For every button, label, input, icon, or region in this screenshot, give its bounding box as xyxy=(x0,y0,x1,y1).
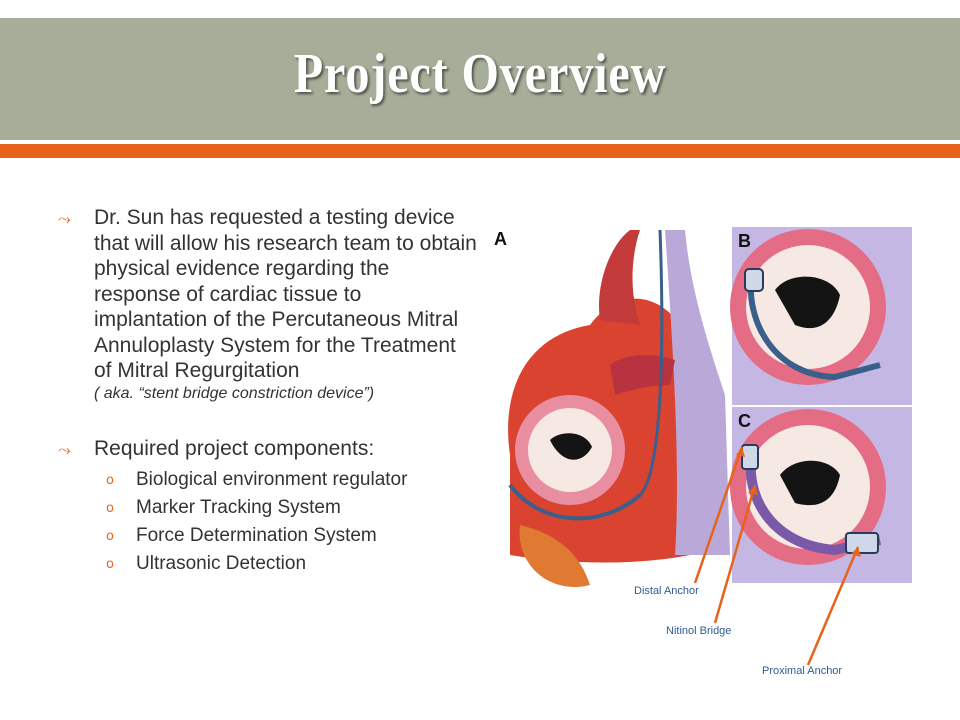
bullet-request-note: ( aka. “stent bridge constriction device… xyxy=(94,384,375,402)
proximal-anchor-leader xyxy=(806,546,860,666)
circle-bullet-icon: o xyxy=(106,472,114,488)
circle-bullet-icon: o xyxy=(106,500,114,516)
circle-bullet-icon: o xyxy=(106,528,114,544)
nitinol-bridge-leader xyxy=(713,484,757,624)
nitinol-bridge-label: Nitinol Bridge xyxy=(666,625,732,637)
heart-illustration-svg: A B C xyxy=(494,227,912,666)
panel-b-letter: B xyxy=(738,231,751,251)
panel-b-valve: B xyxy=(730,227,912,405)
orange-accent-bar xyxy=(0,144,960,158)
slide-title: Project Overview xyxy=(293,43,667,105)
proximal-anchor-label: Proximal Anchor xyxy=(762,665,843,677)
bullet-arrow-icon: ⤳ xyxy=(58,439,71,459)
bullet-request: ⤳ Dr. Sun has requested a testing device… xyxy=(58,205,478,404)
panel-c-valve: C xyxy=(730,407,912,583)
bullet-request-text: Dr. Sun has requested a testing device t… xyxy=(94,206,477,382)
slide-body: ⤳ Dr. Sun has requested a testing device… xyxy=(58,205,478,578)
title-divider-line xyxy=(0,140,960,144)
distal-anchor-label: Distal Anchor xyxy=(634,585,699,597)
panel-a-heart: A xyxy=(494,229,730,587)
bullet-arrow-icon: ⤳ xyxy=(58,209,71,228)
bullet-components-text: Required project components: xyxy=(94,436,375,460)
circle-bullet-icon: o xyxy=(106,556,114,572)
title-band xyxy=(0,18,960,140)
heart-device-illustration: A B C Distal Ancho xyxy=(490,225,920,685)
panel-a-letter: A xyxy=(494,229,507,249)
panel-c-letter: C xyxy=(738,411,751,431)
distal-anchor-leader xyxy=(693,446,744,584)
